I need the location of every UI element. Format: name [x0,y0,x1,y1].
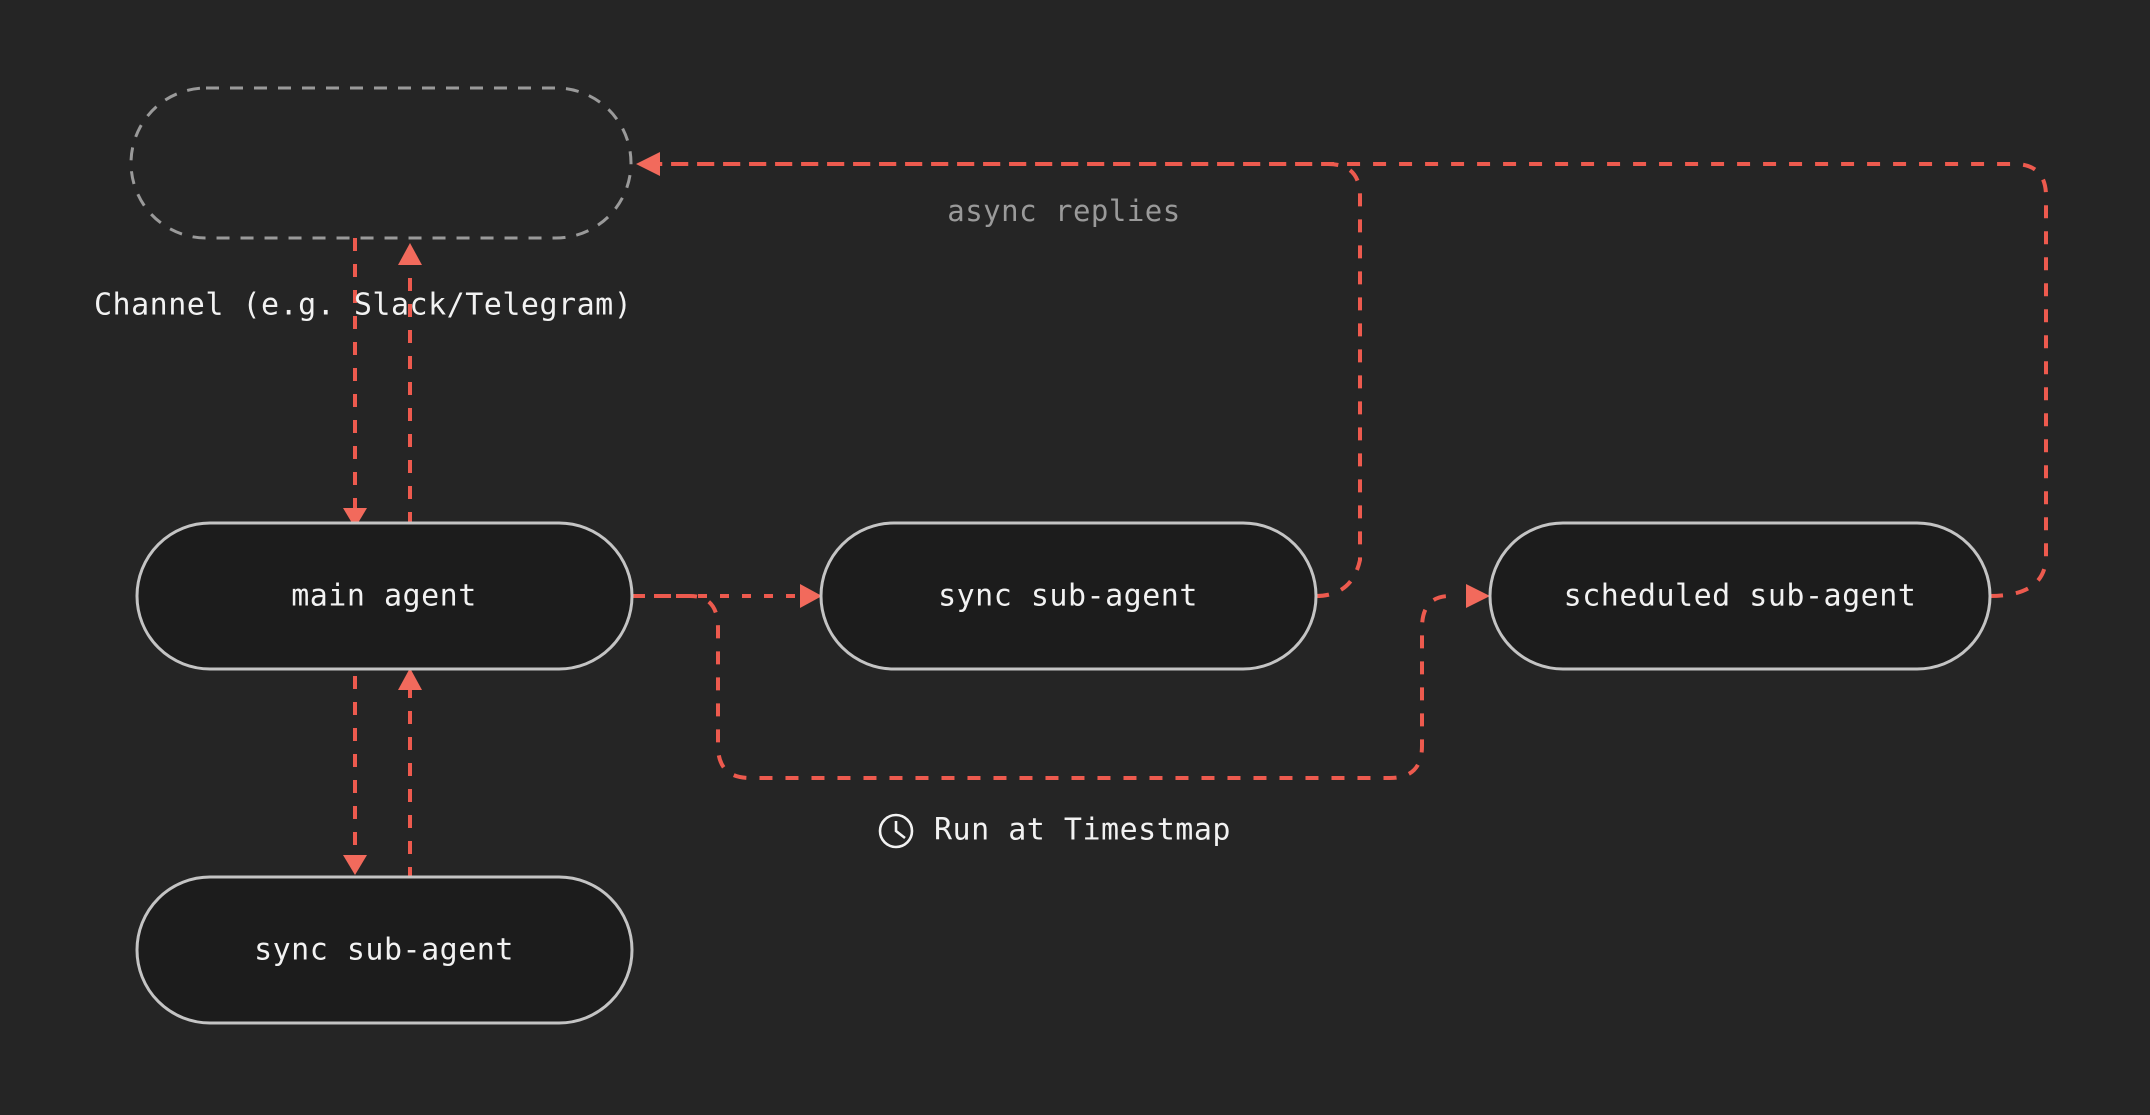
edge-scheduled-to-channel [660,162,2048,598]
async-replies-label: async replies [947,194,1180,228]
edge-main-to-scheduled [632,594,1451,780]
node-channel[interactable] [129,86,633,240]
arrowhead-main-to-sync-top [800,584,822,608]
node-main-agent[interactable] [135,521,634,671]
arrowhead-async-replies-to-channel [636,152,660,176]
arrowhead-main-to-channel [398,243,422,265]
node-main-agent-label: main agent [291,579,477,614]
clock-icon [878,813,914,849]
arrowhead-main-to-sync-bottom [343,855,367,875]
node-sync-sub-agent-top-label: sync sub-agent [938,579,1198,614]
node-scheduled-sub-agent[interactable] [1488,521,1992,671]
node-sync-sub-agent-bottom-label: sync sub-agent [254,933,514,968]
arrowhead-channel-to-main [343,508,367,528]
node-sync-sub-agent-bottom[interactable] [135,875,634,1025]
run-at-timestamp-label: Run at Timestmap [934,813,1231,848]
arrowhead-sync-bottom-to-main [398,668,422,690]
arrowhead-main-to-scheduled [1466,584,1490,608]
node-sync-sub-agent-top[interactable] [819,521,1318,671]
edge-sync-top-to-channel [660,162,1362,598]
channel-caption: Channel (e.g. Slack/Telegram) [94,288,632,323]
node-scheduled-sub-agent-label: scheduled sub-agent [1564,579,1917,614]
